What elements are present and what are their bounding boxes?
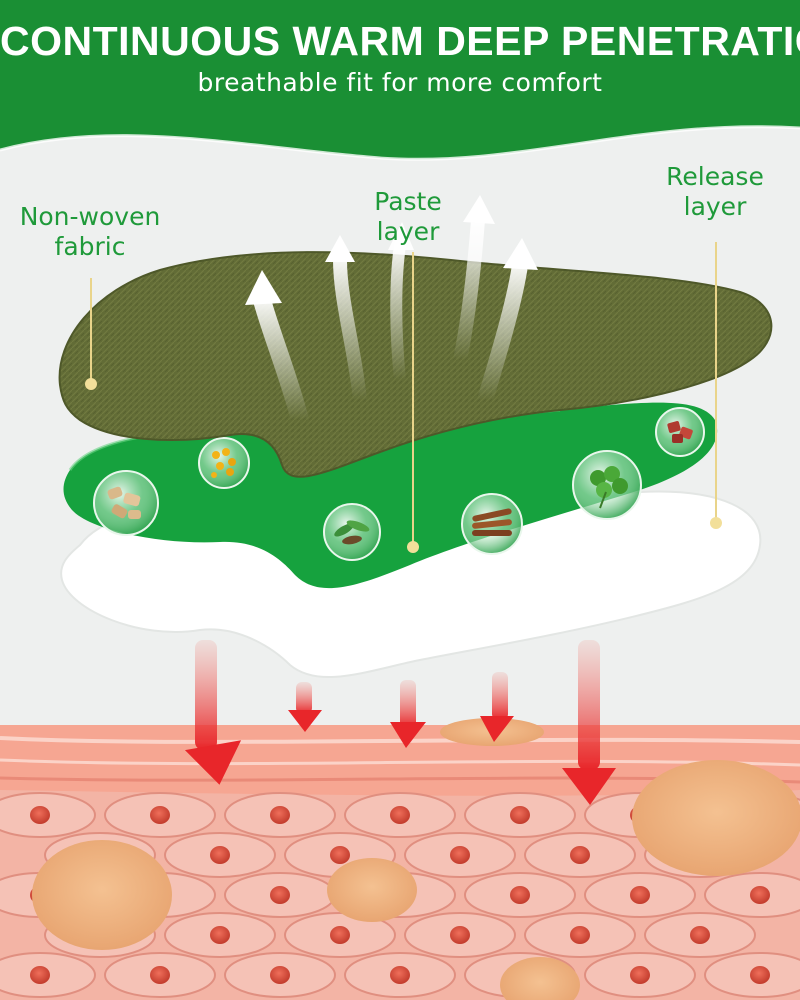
header-banner: CONTINUOUS WARM DEEP PENETRATIO breathab…: [0, 0, 800, 175]
page-subtitle: breathable fit for more comfort: [197, 68, 603, 97]
label-paste-layer: Paste layer: [348, 187, 468, 247]
flowers-icon: [198, 437, 250, 489]
skin-cells: [0, 792, 800, 998]
cinnamon-sticks-icon: [461, 493, 523, 555]
label-release-layer: Release layer: [640, 162, 790, 222]
skin-tissue: [0, 718, 800, 1000]
heat-penetration-arrows: [184, 640, 616, 805]
herb-leaves-icon: [323, 503, 381, 561]
ginger-slices-icon: [93, 470, 159, 536]
red-root-icon: [655, 407, 705, 457]
label-release-line1: Release: [666, 162, 764, 191]
label-nonwoven-line1: Non-woven: [19, 202, 161, 231]
label-nonwoven-fabric: Non-woven fabric: [10, 202, 170, 262]
leader-dots: [85, 378, 722, 553]
page-title: CONTINUOUS WARM DEEP PENETRATIO: [0, 18, 800, 64]
nonwoven-fabric-layer: [58, 251, 773, 478]
parsley-icon: [572, 450, 642, 520]
header-background: [0, 0, 800, 161]
label-paste-line1: Paste: [374, 187, 442, 216]
label-paste-line2: layer: [376, 217, 440, 246]
label-release-line2: layer: [683, 192, 747, 221]
fat-cells: [32, 718, 800, 1000]
label-leader-lines: [90, 242, 717, 545]
label-nonwoven-line2: fabric: [54, 232, 126, 261]
ingredient-bubbles: [93, 407, 705, 561]
warmth-vapor-arrows: [245, 195, 538, 429]
